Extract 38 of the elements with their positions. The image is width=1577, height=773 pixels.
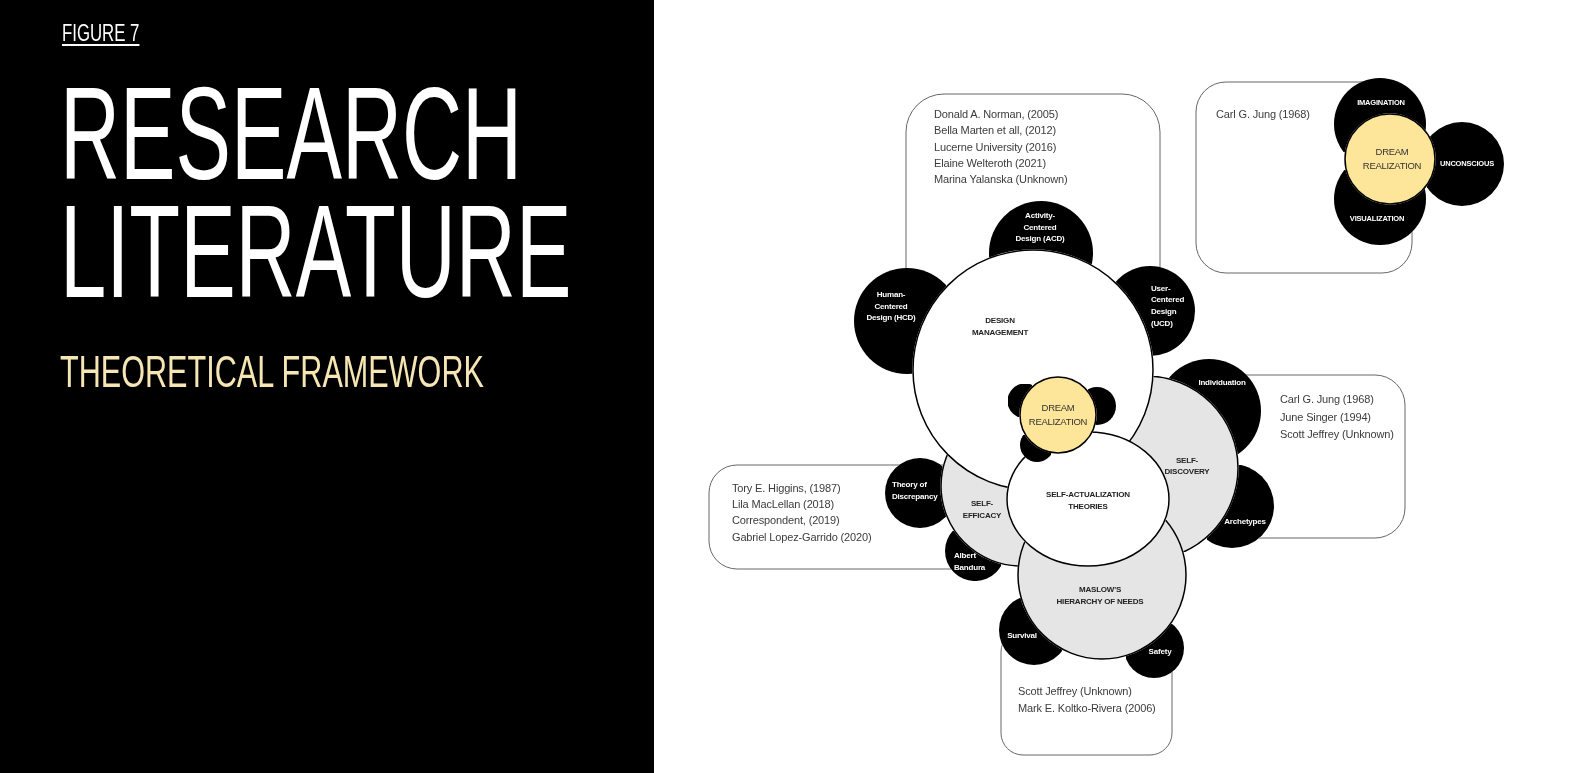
theory-label: SELF-EFFICACY — [962, 498, 1002, 522]
concept-label: Archetypes — [1223, 516, 1267, 528]
concept-label: User-Centered Design (UCD) — [1151, 282, 1186, 329]
concept-label: Theory of Discrepancy — [892, 479, 939, 503]
concept-label: Human-Centered Design (HCD) — [865, 289, 917, 325]
theory-label: MASLOW'S HIERARCHY OF NEEDS — [1056, 584, 1144, 608]
reference-text: Mark E. Koltko-Rivera (2006) — [1018, 701, 1156, 716]
concept-label: Individuation — [1197, 377, 1247, 389]
theory-label: SELF-DISCOVERY — [1163, 455, 1211, 477]
focus-label: DREAM REALIZATION — [1362, 145, 1422, 173]
concept-label: Albert Bandura — [954, 550, 987, 574]
reference-text: Elaine Welteroth (2021) — [934, 157, 1046, 171]
theory-label: SELF-ACTUALIZATION THEORIES — [1045, 489, 1131, 513]
theory-label: DESIGN MANAGEMENT — [971, 315, 1029, 339]
focus-label: DREAM REALIZATION — [1028, 401, 1088, 429]
figure-number: FIGURE 7 — [62, 22, 140, 45]
reference-box — [708, 464, 951, 570]
reference-text: Carl G. Jung (1968) — [1216, 108, 1310, 122]
reference-text: Correspondent, (2019) — [732, 514, 840, 528]
reference-text: June Singer (1994) — [1280, 410, 1371, 425]
reference-text: Donald A. Norman, (2005) — [934, 108, 1059, 122]
concept-label: Activity-Centered Design (ACD) — [1014, 210, 1066, 246]
focus-circle — [1344, 113, 1436, 205]
title-heading: RESEARCH LITERATURE — [60, 75, 572, 311]
reference-text: Scott Jeffrey (Unknown) — [1018, 685, 1132, 699]
reference-text: Marina Yalanska (Unknown) — [934, 173, 1068, 187]
reference-text: Lila MacLellan (2018) — [732, 498, 835, 512]
reference-text: Lucerne University (2016) — [934, 141, 1057, 155]
reference-text: Gabriel Lopez-Garrido (2020) — [732, 531, 872, 545]
subtitle: THEORETICAL FRAMEWORK — [60, 349, 484, 394]
reference-box — [1000, 644, 1173, 756]
reference-text: Scott Jeffrey (Unknown) — [1280, 428, 1394, 442]
reference-box — [905, 93, 1161, 268]
reference-text: Bella Marten et all, (2012) — [934, 124, 1056, 138]
reference-text: Carl G. Jung (1968) — [1280, 393, 1374, 407]
concept-label: Safety — [1148, 646, 1172, 658]
reference-text: Tory E. Higgins, (1987) — [732, 482, 841, 496]
concept-label: Survival — [1006, 630, 1038, 642]
